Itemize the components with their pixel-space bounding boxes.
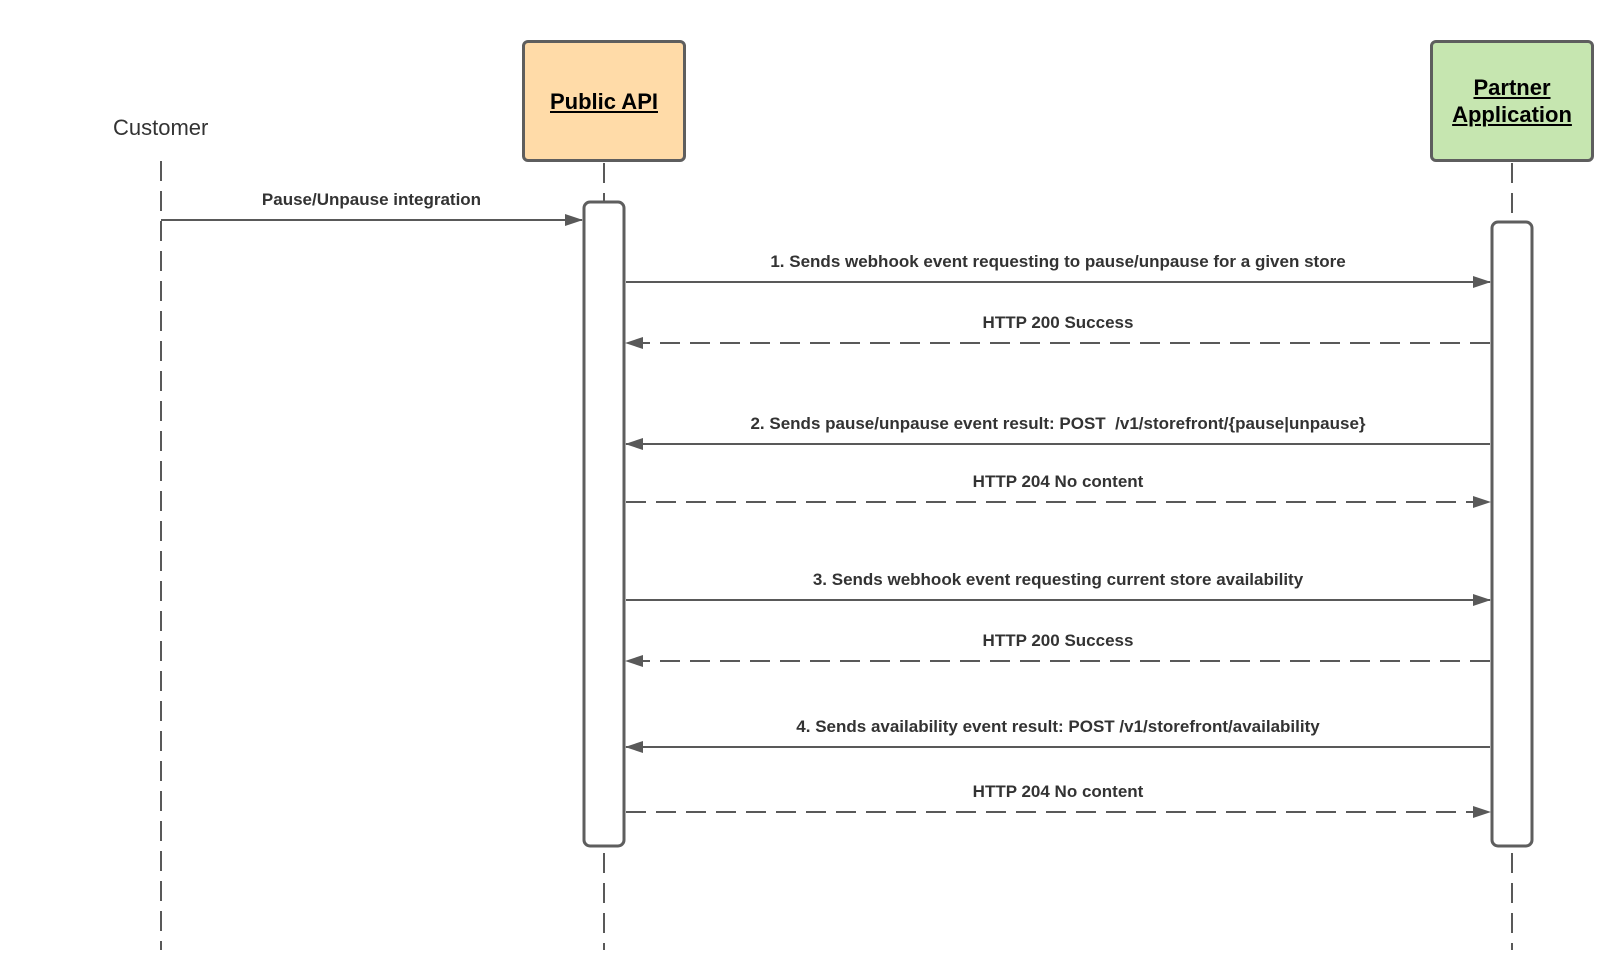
message-label-6: 3. Sends webhook event requesting curren… [812, 570, 1304, 589]
message-arrows [161, 214, 1491, 818]
actor-public-api: Public API [522, 40, 686, 162]
actor-public-api-label: Public API [550, 88, 658, 114]
actor-partner-application-label: Partner Application [1452, 75, 1572, 127]
message-label-5: HTTP 204 No content [972, 472, 1144, 491]
actor-partner-application: Partner Application [1430, 40, 1594, 162]
message-label-1: Pause/Unpause integration [261, 190, 482, 209]
message-label-4: 2. Sends pause/unpause event result: POS… [750, 414, 1366, 433]
message-label-3: HTTP 200 Success [982, 313, 1134, 332]
activation-bar-partner-application [1490, 220, 1534, 848]
actor-customer: Customer [113, 115, 208, 141]
message-label-2: 1. Sends webhook event requesting to pau… [770, 252, 1346, 271]
message-label-8: 4. Sends availability event result: POST… [796, 717, 1320, 736]
message-label-7: HTTP 200 Success [982, 631, 1134, 650]
actor-customer-label: Customer [113, 115, 209, 140]
message-label-9: HTTP 204 No content [972, 782, 1144, 801]
activation-bar-public-api [582, 200, 626, 848]
